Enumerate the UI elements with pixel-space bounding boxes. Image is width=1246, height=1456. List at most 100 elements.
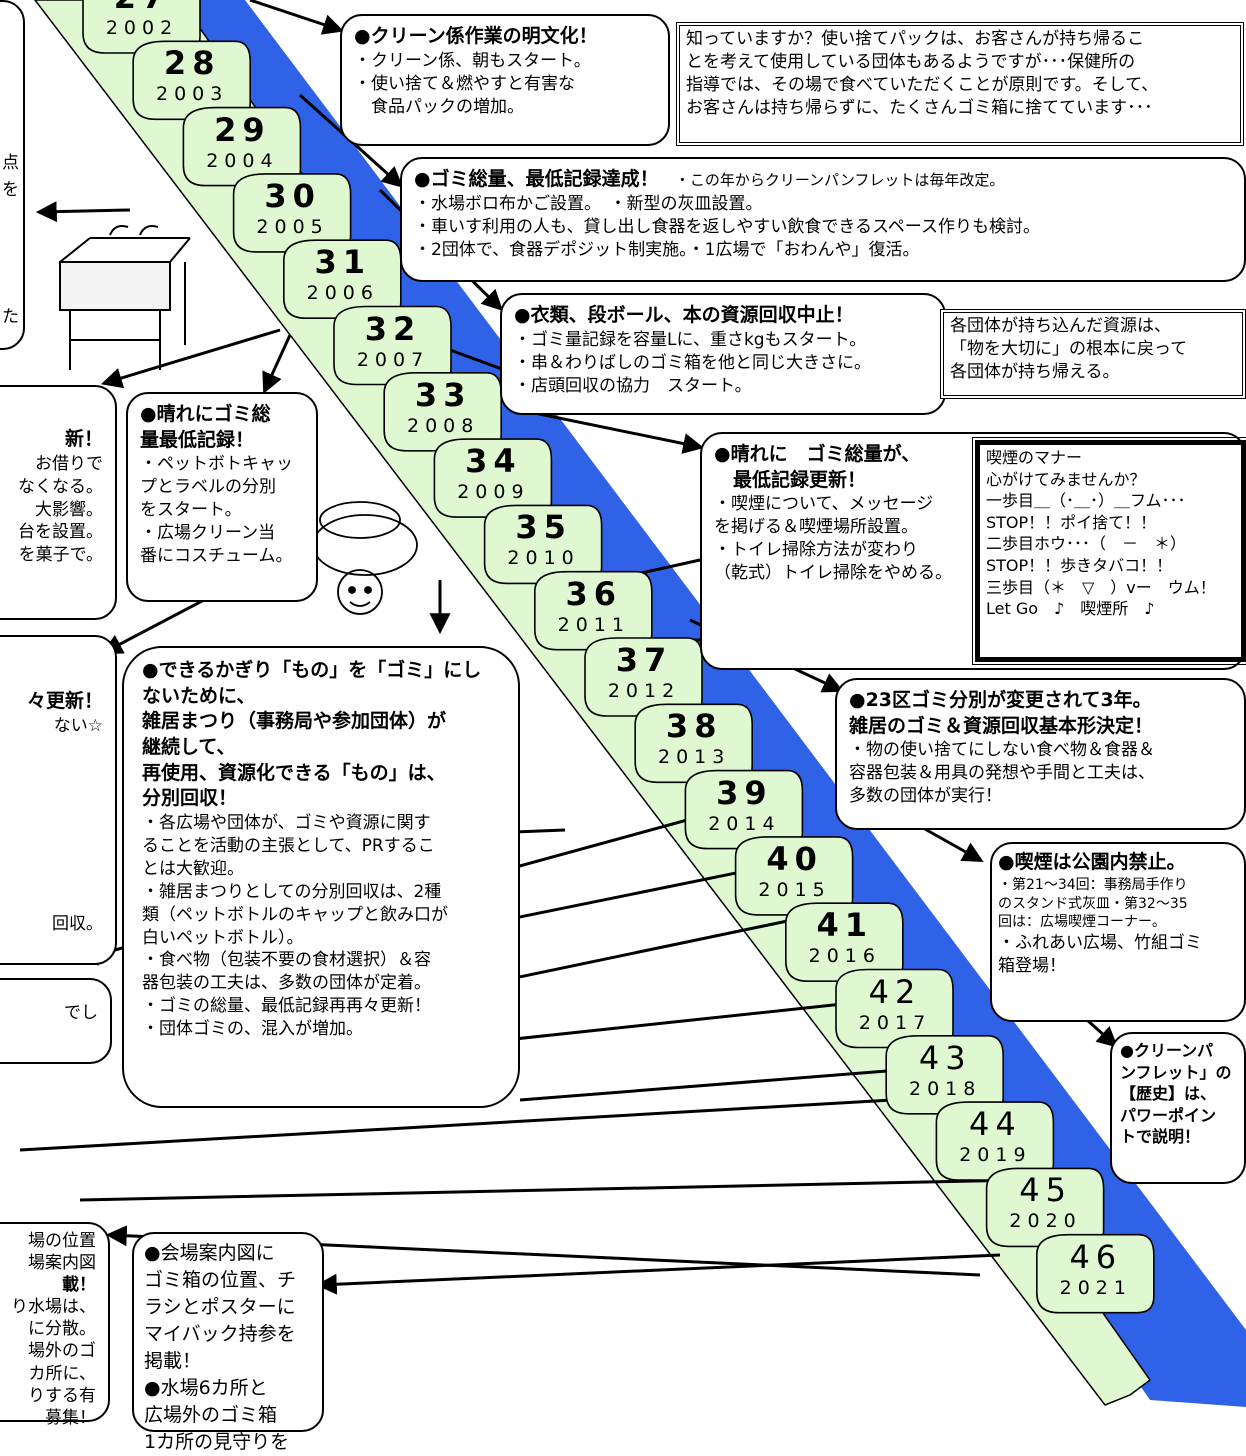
background-layer <box>0 0 1246 1407</box>
event-2012-line: ・物の使い捨てにしない食べ物＆食器＆ <box>849 740 1155 761</box>
note-line: 各団体が持ち込んだ資源は、 <box>950 316 1171 336</box>
timeline-tab-shape <box>985 1167 1105 1248</box>
smoke-line: 心がけてみませんか？ <box>986 469 1146 489</box>
timeline-tab-year: 2007 <box>356 348 430 371</box>
timeline-tab-year: 2019 <box>959 1144 1032 1167</box>
timeline-tab-year: 2006 <box>306 282 379 305</box>
left-bottom-line: 載！ <box>62 1275 96 1296</box>
main-policy-line: ・団体ゴミの、混入が増加。 <box>142 1019 363 1040</box>
smoking-manner-box: 喫煙のマナー 心がけてみませんか？ 一歩目＿（･＿･）＿フム･･･ STOP！！… <box>972 437 1246 665</box>
timeline-tab-number: 27 <box>83 0 201 15</box>
event-2002-line: ・クリーン係、朝もスタート。 <box>354 50 591 71</box>
timeline-tab-number: 42 <box>868 972 922 1011</box>
timeline-tab: 27 2002 <box>83 0 201 49</box>
timeline-tab-number: 38 <box>665 707 723 746</box>
timeline-tab-year: 2017 <box>858 1011 932 1034</box>
timeline-tab-year: 2012 <box>607 680 681 702</box>
main-policy-line: 白いペットボトル）。 <box>142 927 304 948</box>
timeline-tab-number: 41 <box>816 906 874 945</box>
timeline-tab-number: 32 <box>364 309 422 348</box>
event-2019-line: 1カ所の見守りを <box>144 1430 290 1453</box>
note-line: お客さんは持ち帰らずに、たくさんゴミ箱に捨てています･･･ <box>686 97 1153 118</box>
event-2006-line: ・ゴミ量記録を容量Lに、重さkgもスタート。 <box>514 329 867 350</box>
event-2019-line: 掲載！ <box>144 1349 202 1372</box>
event-2007-line: ・ペットボトキャッ <box>140 454 293 475</box>
left-bottom-line: に分散。 <box>28 1319 96 1340</box>
timeline-tab-shape <box>182 106 302 187</box>
event-2009-line: ・喫煙について、メッセージ <box>714 494 934 515</box>
event-2014-title: ●喫煙は公園内禁止。 <box>998 851 1186 873</box>
timeline-tab-number: 36 <box>565 574 623 613</box>
event-2012-title: 雑居のゴミ＆資源回収基本形決定！ <box>849 714 1154 737</box>
timeline-tab-shape <box>584 637 703 717</box>
main-policy-title: 雑居まつり（事務局や参加団体）が <box>142 710 447 733</box>
event-2002-line: 食品パックの増加。 <box>354 96 524 117</box>
timeline-tab-number: 39 <box>716 773 773 812</box>
event-2007-title: 量最低記録！ <box>140 428 255 451</box>
timeline-tab-year: 2003 <box>156 83 229 106</box>
smoke-line: STOP！！歩きタバコ！！ <box>986 555 1173 575</box>
event-2012-line: 多数の団体が実行！ <box>849 786 1002 807</box>
timeline-tab-number: 28 <box>163 44 221 83</box>
event-2014-small: ・第21～34回：事務局手作り <box>998 876 1188 893</box>
timeline-tab-number: 33 <box>414 375 472 414</box>
timeline-tab-year: 2004 <box>206 149 279 172</box>
left-bottom-box: 場の位置 場案内図 載！ り水場は、 に分散。 場外のゴ カ所に、 りする有 募… <box>0 1222 110 1428</box>
event-2017-box: ●クリーンパ ンフレット」の 【歴史】は、 パワーポイン トで説明！ <box>1110 1032 1246 1184</box>
timeline-tab-shape <box>483 504 603 585</box>
timeline-tab-year: 2005 <box>256 215 329 238</box>
timeline-tab-number: 43 <box>918 1038 972 1077</box>
main-policy-title: ●できるかぎり「もの」を「ゴミ」にし <box>142 659 482 681</box>
main-policy-line: ・ゴミの総量、最低記録再再々更新！ <box>142 996 431 1017</box>
smoke-line: STOP！！ポイ捨て！！ <box>986 512 1157 532</box>
main-policy-line: ることを活動の主張として、PRするこ <box>142 835 435 856</box>
event-2019-line: ●水場6カ所と <box>144 1376 268 1399</box>
timeline-tab-number: 44 <box>969 1105 1022 1144</box>
timeline-tab-year: 2002 <box>105 17 179 39</box>
timeline-tab-year: 2016 <box>808 945 881 968</box>
timeline-tab-number: 37 <box>615 641 673 679</box>
smoke-line: 一歩目＿（･＿･）＿フム･･･ <box>986 491 1186 511</box>
left-bottom-line: りする有 <box>28 1385 96 1406</box>
timeline-tab-shape <box>383 372 502 452</box>
event-2012-title: ●23区ゴミ分別が変更されて3年。 <box>849 689 1152 711</box>
event-2007-line: 番にコスチューム。 <box>140 546 293 567</box>
timeline-tab-number: 35 <box>515 508 572 547</box>
timeline-tab-shape <box>333 305 452 386</box>
main-policy-line: 類（ペットボトルのキャップと飲み口が <box>142 904 448 925</box>
left-2006-line: 台を設置。 <box>18 522 103 543</box>
timeline-tab-year: 2014 <box>708 812 781 835</box>
timeline-tab-number: 45 <box>1019 1171 1072 1210</box>
timeline-tab-shape <box>283 239 402 319</box>
main-policy-line: ・雑居まつりとしての分別回収は、2種 <box>142 881 442 902</box>
main-policy-title: ないために、 <box>142 684 256 707</box>
left-bottom-line: 募集！ <box>45 1407 96 1428</box>
main-policy-title: 分別回収！ <box>142 787 238 810</box>
event-2012-box: ●23区ゴミ分別が変更されて3年。 雑居のゴミ＆資源回収基本形決定！ ・物の使い… <box>835 678 1246 830</box>
timeline-tab-year: 2018 <box>909 1077 982 1100</box>
timeline-tab-year: 2020 <box>1009 1210 1082 1233</box>
timeline-tab-year: 2008 <box>407 414 480 437</box>
event-2017-line: ンフレット」の <box>1120 1062 1232 1082</box>
event-2019-line: 広場外のゴミ箱 <box>144 1403 278 1426</box>
event-2007-title: ●晴れにゴミ総 <box>140 403 271 425</box>
event-2004-line: ・車いす利用の人も、貸し出し食器を返しやすい飲食できるスペース作りも検討。 <box>414 216 1040 237</box>
event-2002-line: ・使い捨て＆燃やすと有害な <box>354 73 575 94</box>
event-2014-box: ●喫煙は公園内禁止。 ・第21～34回：事務局手作り のスタンド式灰皿・第32～… <box>990 842 1246 1022</box>
timeline-tab-shape <box>82 0 201 54</box>
note-resources-box: 各団体が持ち込んだ資源は、 「物を大切に」の根本に戻って 各団体が持ち帰える。 <box>940 309 1246 399</box>
event-2007-line: プとラベルの分別 <box>140 477 276 498</box>
event-2004-line: ・水場ボロ布かご設置。 ・新型の灰皿設置。 <box>414 193 763 214</box>
timeline-tab-number: 29 <box>214 110 271 149</box>
event-2009-line: ・トイレ掃除方法が変わり <box>714 540 918 561</box>
event-2002-box: ●クリーン係作業の明文化！ ・クリーン係、朝もスタート。 ・使い捨て＆燃やすと有… <box>340 14 670 146</box>
timeline-tab-year: 2021 <box>1059 1276 1132 1299</box>
